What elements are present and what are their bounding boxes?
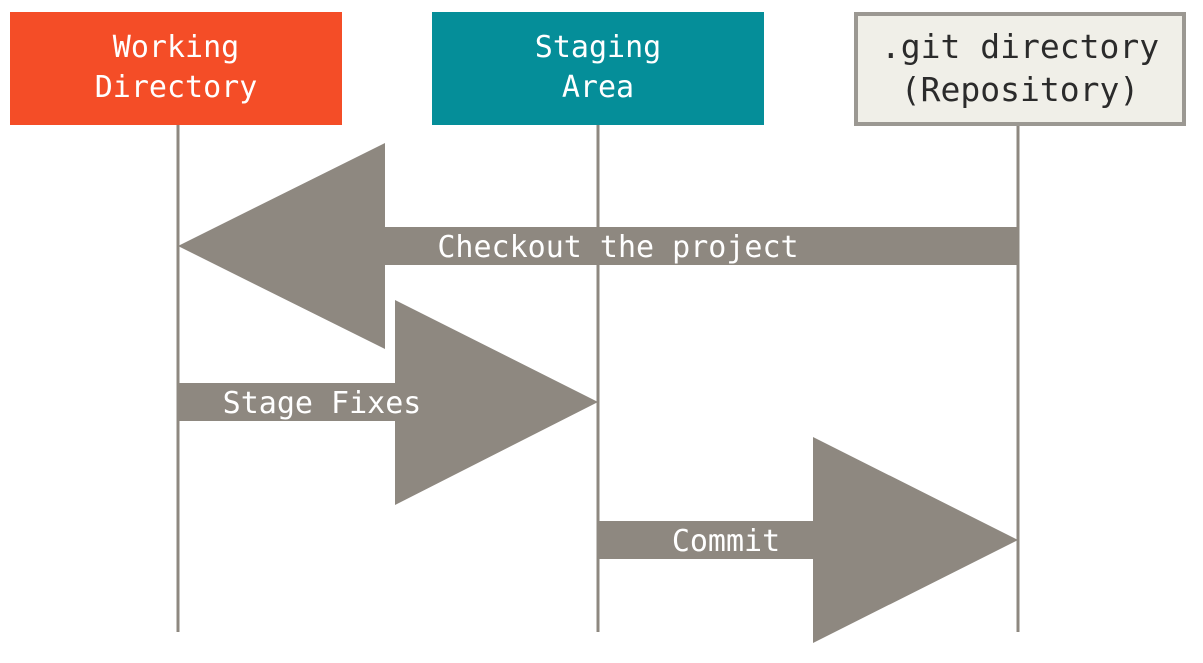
commit-arrow: Commit [598, 437, 1018, 643]
checkout-project-label: Checkout the project [437, 230, 798, 265]
stage-fixes-label: Stage Fixes [223, 386, 422, 421]
checkout-project-arrow-shape [178, 143, 1018, 349]
checkout-project-arrow: Checkout the project [178, 143, 1018, 349]
repository-box-background [854, 12, 1186, 126]
staging-area-title-line-1: Staging [535, 30, 661, 65]
repository-title-line-2: (Repository) [901, 70, 1139, 109]
repository-title-line-1: .git directory [881, 27, 1159, 66]
repository-box: .git directory (Repository) [854, 12, 1186, 126]
stage-fixes-arrow: Stage Fixes [178, 300, 598, 505]
staging-area-title-line-2: Area [562, 70, 634, 105]
commit-arrow-shape [598, 437, 1018, 643]
working-directory-box-background [10, 12, 342, 125]
working-directory-title-line-1: Working [113, 30, 239, 65]
working-directory-title-line-2: Directory [95, 70, 258, 105]
working-directory-box: Working Directory [10, 12, 342, 125]
commit-label: Commit [672, 524, 780, 559]
staging-area-box: Staging Area [432, 12, 764, 125]
stage-fixes-arrow-shape [178, 300, 598, 505]
staging-area-box-background [432, 12, 764, 125]
